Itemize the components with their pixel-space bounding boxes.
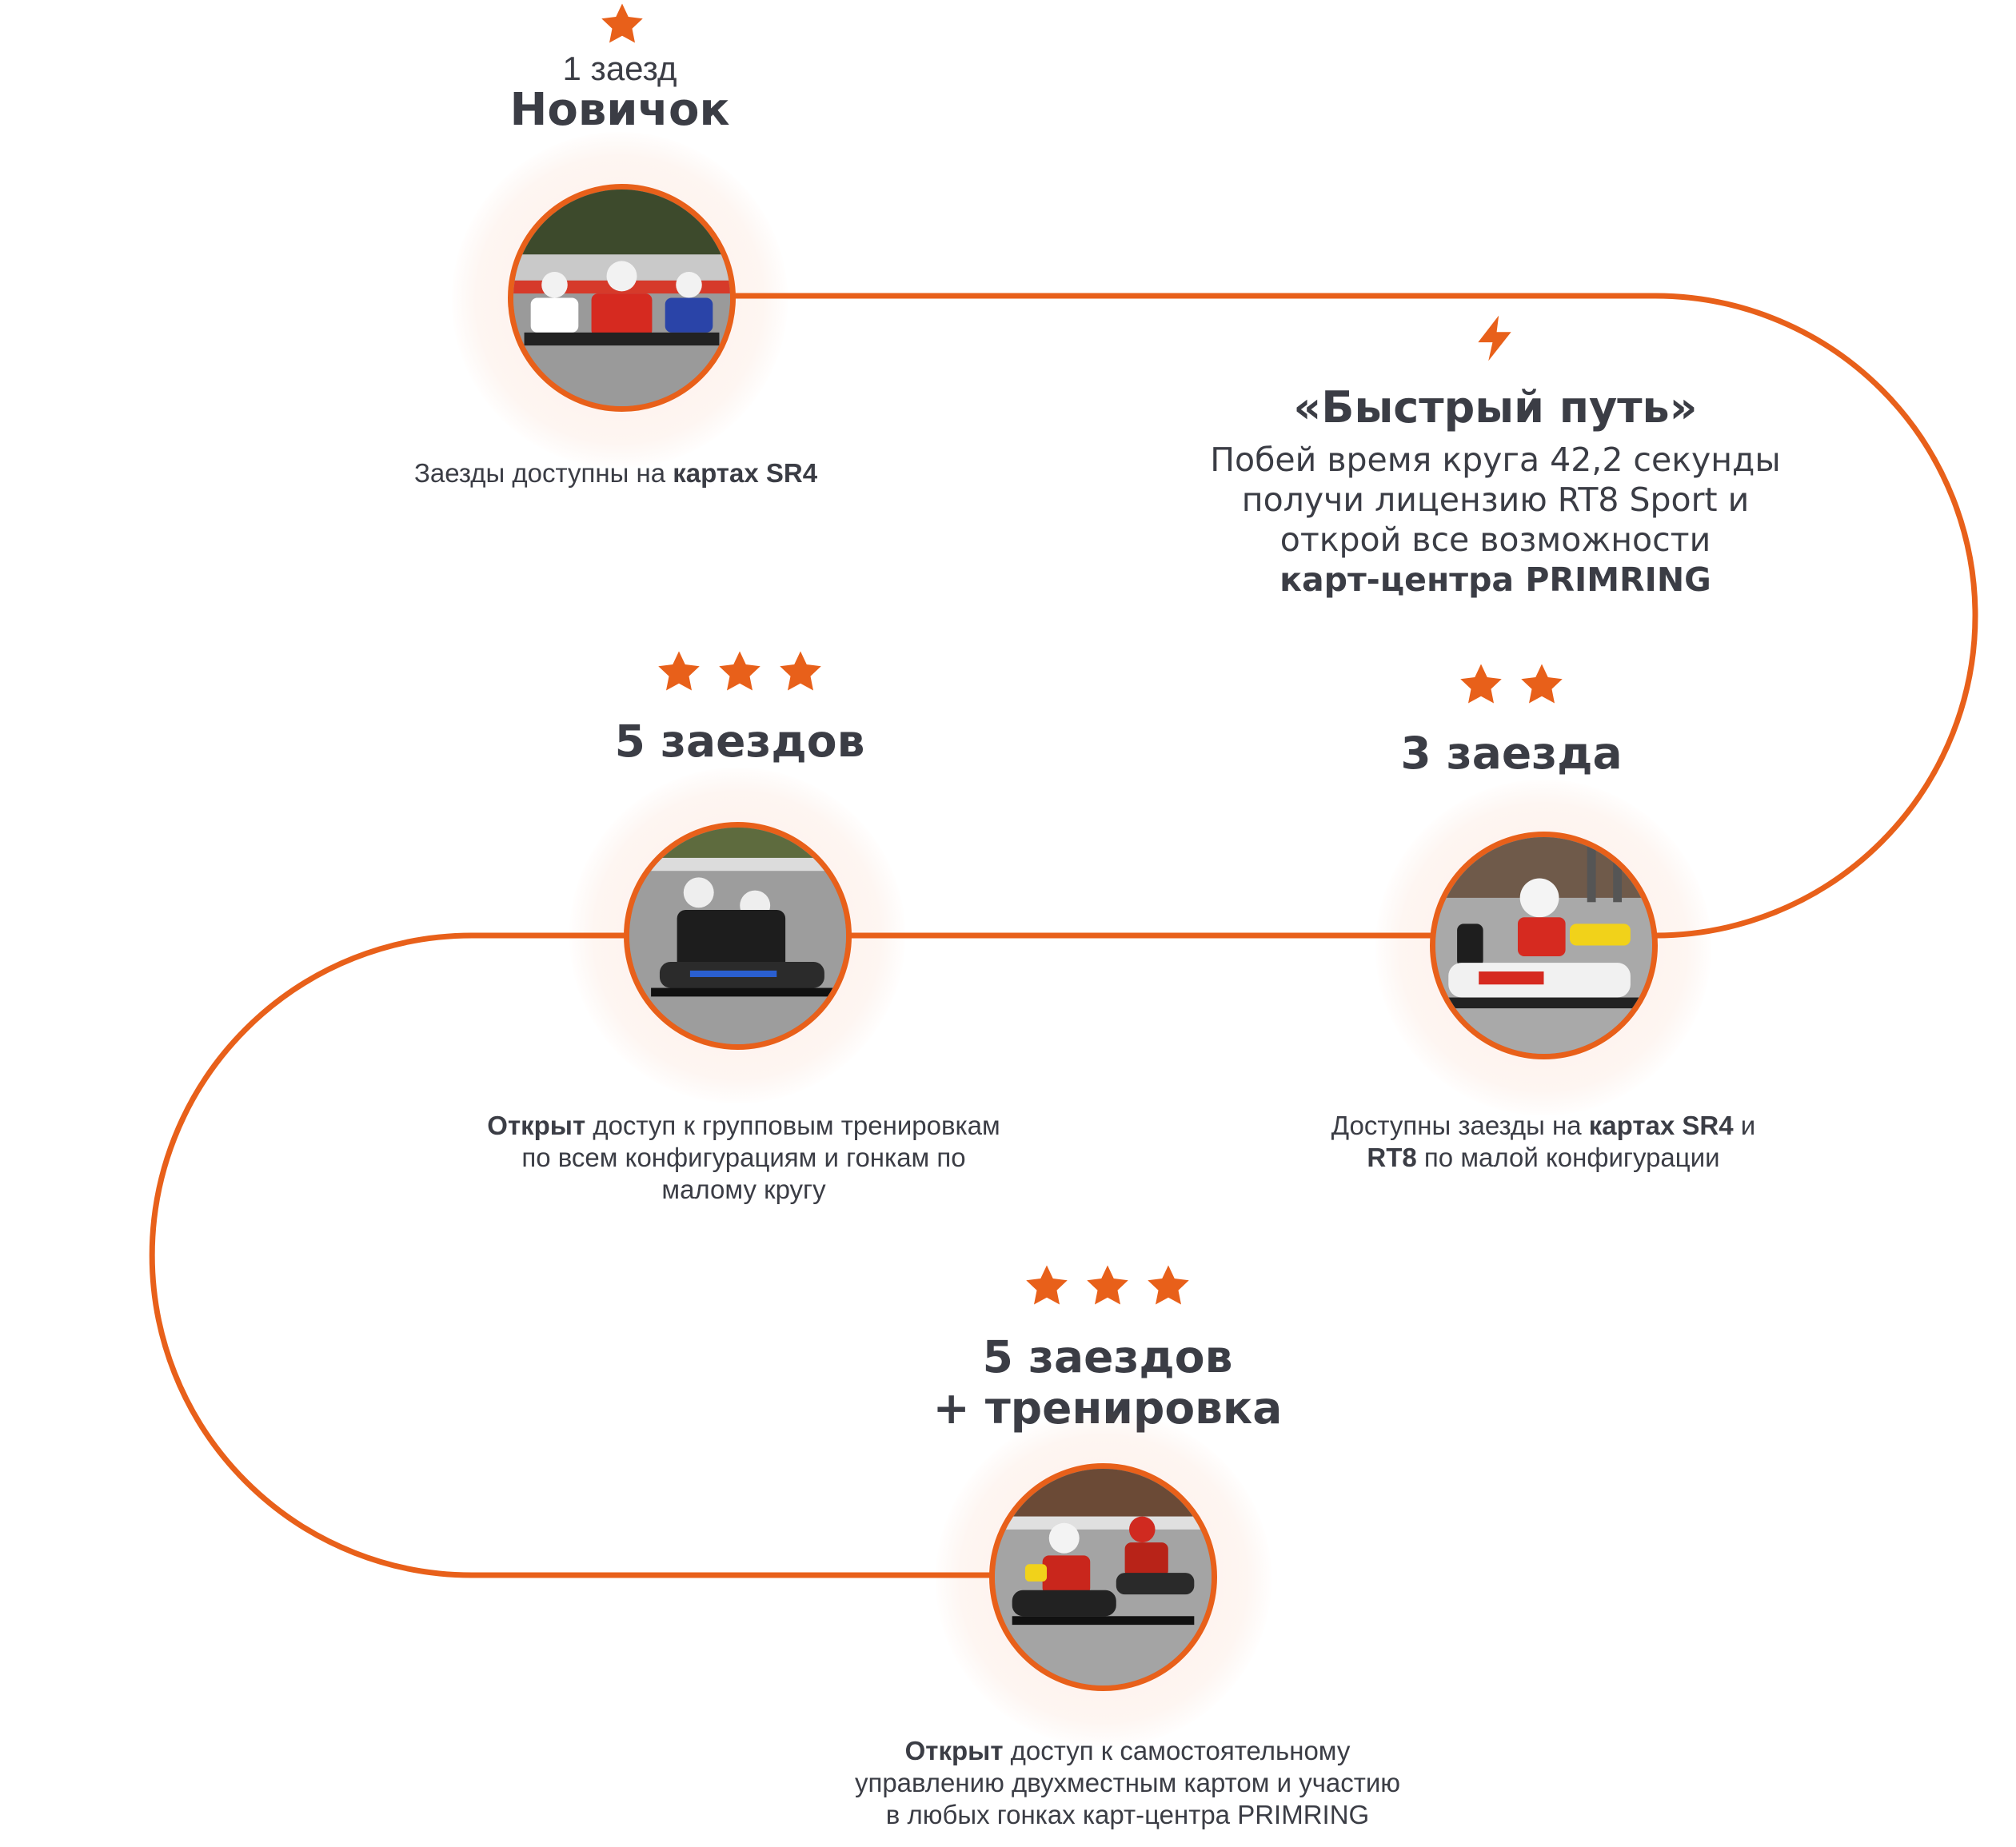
desc-text: по малой конфигурации <box>1416 1143 1720 1172</box>
stage-five-photo <box>624 822 852 1050</box>
star-icon <box>1460 664 1502 704</box>
stage-novice-count: 1 заезд <box>562 50 677 87</box>
fast-track-line: открой все возможности <box>1279 521 1711 559</box>
stage-five-desc-line: малому кругу <box>661 1175 826 1204</box>
stage-training-title: 5 заездов + тренировка <box>864 1331 1351 1434</box>
desc-text: доступ к самостоятельному <box>1003 1736 1351 1765</box>
desc-text: и <box>1733 1111 1756 1140</box>
star-icon <box>1148 1265 1189 1305</box>
fast-track-line: получи лицензию RT8 Sport и <box>1241 481 1750 519</box>
stage-five-title: 5 заездов <box>614 716 865 767</box>
karting-photo-rt8-kart <box>1435 837 1652 1054</box>
stage-novice-desc-bold: картах SR4 <box>673 458 818 488</box>
stage-novice-desc-part: Заезды доступны на <box>413 458 673 488</box>
desc-bold: RT8 <box>1367 1143 1417 1172</box>
karting-photo-three-karts <box>513 189 730 406</box>
stage-training-stars <box>1012 1262 1204 1310</box>
star-icon <box>658 651 700 691</box>
stage-novice-stars <box>588 0 657 48</box>
fast-track-text: Побей время круга 42,2 секунды получи ли… <box>1144 440 1847 600</box>
stage-novice-photo <box>508 184 736 412</box>
stage-five-desc-line: Открыт доступ к групповым тренировкам <box>440 1110 1048 1142</box>
fast-track-line-bold: карт-центра PRIMRING <box>1279 560 1711 599</box>
stage-three-desc-line: Доступны заезды на картах SR4 и <box>1240 1110 1847 1142</box>
star-icon <box>780 651 821 691</box>
star-icon <box>1087 1265 1128 1305</box>
lightning-icon <box>1478 315 1511 361</box>
stage-three-description: Доступны заезды на картах SR4 и RT8 по м… <box>1240 1110 1847 1174</box>
desc-bold: Открыт <box>487 1111 586 1140</box>
stage-five-desc-line: по всем конфигурациям и гонкам по <box>521 1143 966 1172</box>
stage-training-desc-line: в любых гонках карт-центра PRIMRING <box>885 1800 1370 1829</box>
stage-training-title-line: 5 заездов <box>982 1331 1233 1382</box>
stage-five-description: Открыт доступ к групповым тренировкам по… <box>440 1110 1048 1206</box>
stage-training-photo <box>989 1463 1217 1691</box>
stage-three-title: 3 заезда <box>1400 728 1623 779</box>
karting-photo-two-seat-karts <box>629 828 846 1044</box>
star-icon <box>601 3 643 43</box>
desc-bold: картах SR4 <box>1588 1111 1734 1140</box>
star-icon <box>1026 1265 1068 1305</box>
karting-photo-race-karts <box>995 1469 1212 1685</box>
star-icon <box>719 651 760 691</box>
fast-track-line: Побей время круга 42,2 секунды <box>1210 441 1781 479</box>
stage-five-stars <box>644 648 836 696</box>
desc-text: доступ к групповым тренировкам <box>585 1111 1000 1140</box>
stage-training-title-line: + тренировка <box>932 1382 1283 1434</box>
stage-novice-title: Новичок <box>509 84 730 136</box>
stage-three-photo <box>1430 832 1658 1059</box>
stage-training-desc-line: Открыт доступ к самостоятельному <box>792 1735 1463 1767</box>
fast-track-title: «Быстрый путь» <box>1293 382 1698 433</box>
stage-three-stars <box>1423 660 1599 708</box>
stage-novice-description: Заезды доступны на картах SR4 <box>344 457 888 489</box>
stage-training-description: Открыт доступ к самостоятельному управле… <box>792 1735 1463 1831</box>
star-icon <box>1521 664 1563 704</box>
desc-bold: Открыт <box>904 1736 1004 1765</box>
stage-three-desc-line: RT8 по малой конфигурации <box>1240 1142 1847 1174</box>
stage-training-desc-line: управлению двухместным картом и участию <box>854 1768 1401 1797</box>
desc-text: Доступны заезды на <box>1331 1111 1589 1140</box>
